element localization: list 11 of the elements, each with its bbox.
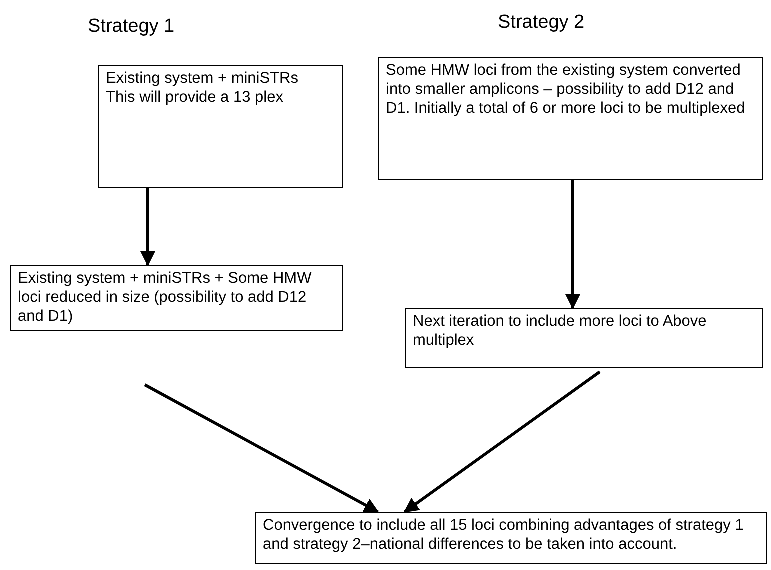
box-text: Next iteration to include more loci to Above multiplex xyxy=(413,312,708,350)
arrow xyxy=(144,384,380,514)
arrow xyxy=(140,188,156,266)
box-text: Convergence to include all 15 loci combining advantages of strategy 1 and strategy 2–national differences to be taken into account. xyxy=(263,516,745,554)
arrow xyxy=(566,180,580,310)
box-text: Existing system + miniSTRs xyxy=(106,69,300,88)
box-text: This will provide a 13 plex xyxy=(106,88,284,107)
box-text: Existing system + miniSTRs + Some HMW loci reduced in size (possibility to add D12 and D1) xyxy=(18,269,313,326)
strategy-heading: Strategy 1 xyxy=(88,15,175,39)
box-text: Some HMW loci from the existing system converted into smaller amplicons – possibility to add D12 and D1. Initially a total of 6 or more loci to be multiplexed xyxy=(386,61,746,118)
strategy-heading: Strategy 2 xyxy=(498,11,585,35)
